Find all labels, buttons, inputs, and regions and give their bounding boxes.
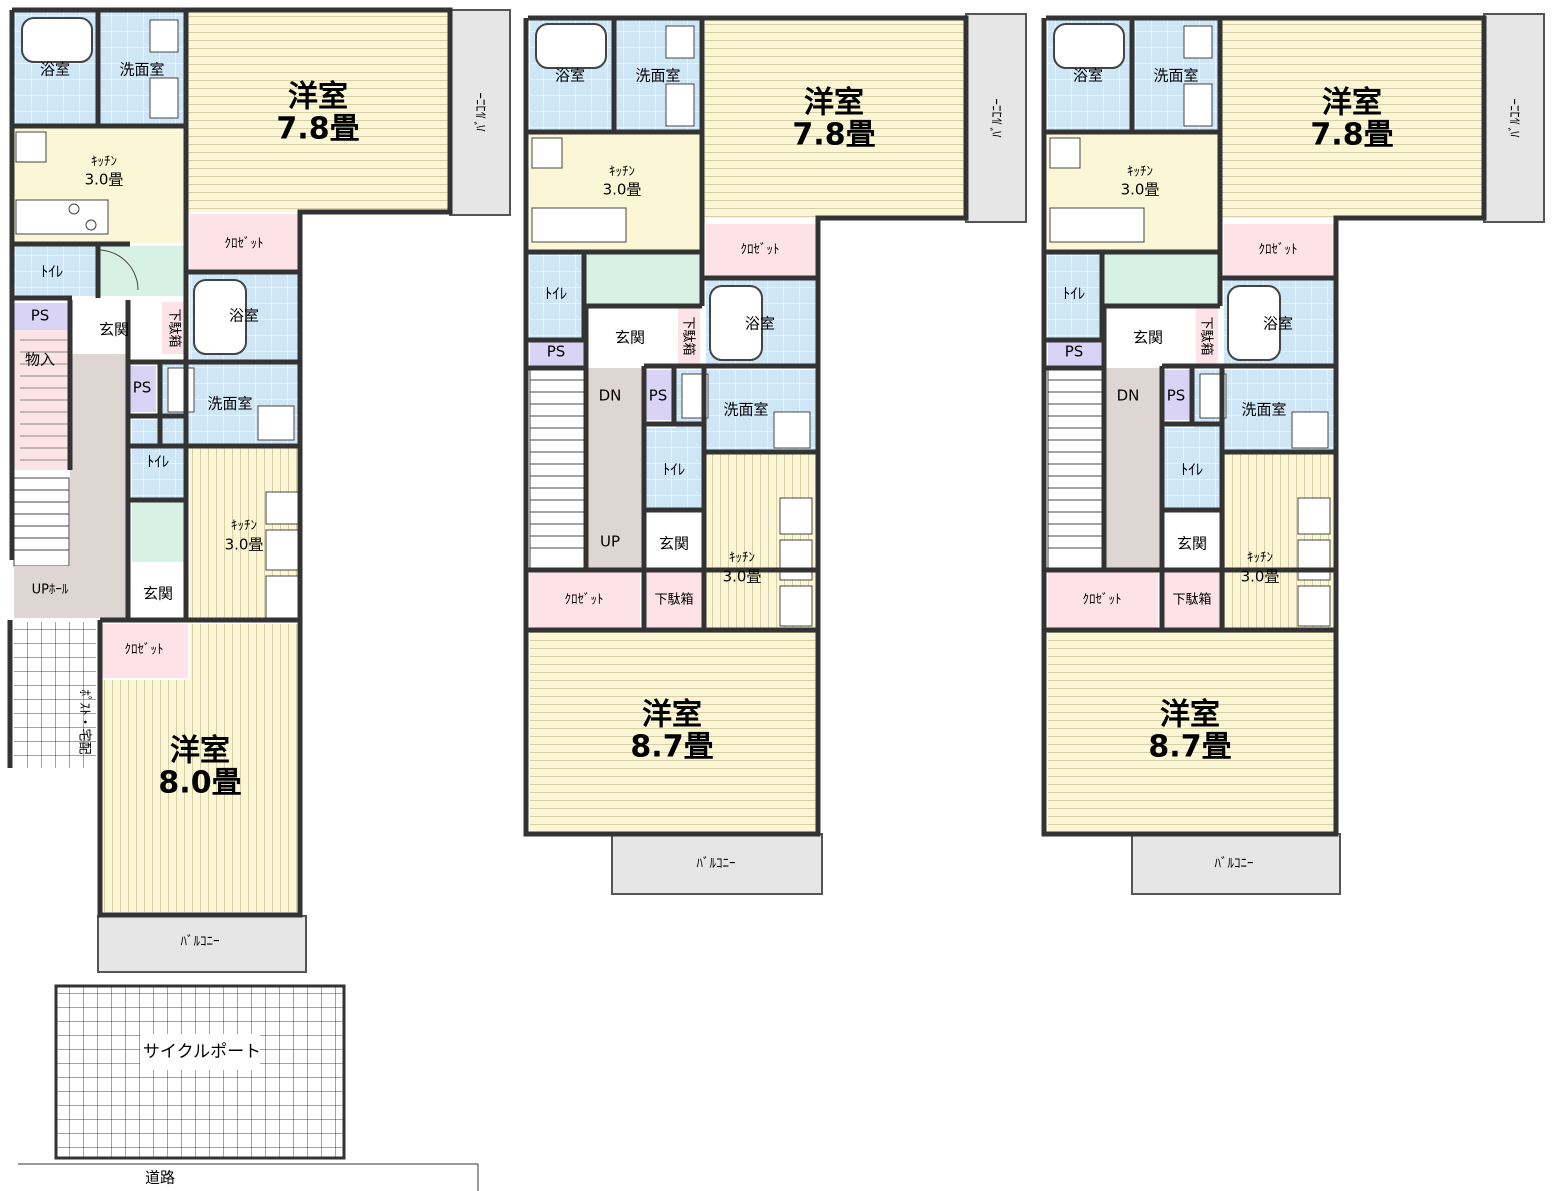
washroom-label-1b: 洗面室 <box>207 395 252 413</box>
bath-label-1a: 浴室 <box>40 61 70 79</box>
shoebox-label-2a: 下駄箱 <box>681 316 697 355</box>
cycle-port <box>54 984 346 1160</box>
shoebox-label-3a: 下駄箱 <box>1199 316 1215 355</box>
kitchen-size-1b: 3.0畳 <box>225 536 264 554</box>
western-label-1b: 洋室 <box>170 734 230 769</box>
entrance-label-2b: 玄関 <box>659 535 689 553</box>
western-label-2a: 洋室 <box>804 86 864 121</box>
storage-label-1: 物入 <box>25 351 55 369</box>
kitchen-label-2b: ｷｯﾁﾝ <box>729 551 755 566</box>
bath-label-2b: 浴室 <box>745 315 775 333</box>
western-label-3b: 洋室 <box>1160 698 1220 733</box>
up-label-2: UP <box>600 533 620 551</box>
closet-label-2a: ｸﾛｾﾞｯﾄ <box>741 243 780 258</box>
kitchen-label-2a: ｷｯﾁﾝ <box>609 165 635 180</box>
shoebox-label-3b: 下駄箱 <box>1172 592 1211 608</box>
balcony-label-2a: ﾊﾞﾙｺﾆｰ <box>991 99 1006 138</box>
shoebox-label-1a: 下駄箱 <box>167 308 183 347</box>
kitchen-label-1a: ｷｯﾁﾝ <box>91 155 117 170</box>
size-label-1a: 7.8畳 <box>276 112 359 147</box>
up-hall-label-1: UPﾎｰﾙ <box>32 583 69 598</box>
balcony-top-1 <box>449 9 511 216</box>
balcony-label-1a: ﾊﾞﾙｺﾆｰ <box>475 93 490 132</box>
washroom-label-2b: 洗面室 <box>723 401 768 419</box>
closet-top-1 <box>190 214 300 270</box>
closet-label-3b: ｸﾛｾﾞｯﾄ <box>1083 593 1122 608</box>
shoebox-label-2b: 下駄箱 <box>654 592 693 608</box>
kitchen-size-3b: 3.0畳 <box>1241 568 1280 586</box>
road-label: 道路 <box>145 1169 175 1187</box>
ps-label-1a: PS <box>31 307 50 325</box>
kitchen-size-2a: 3.0畳 <box>603 181 642 199</box>
size-label-3a: 7.8畳 <box>1310 118 1393 153</box>
kitchen-label-3a: ｷｯﾁﾝ <box>1127 165 1153 180</box>
dn-label-2: DN <box>599 387 622 405</box>
closet-label-1b: ｸﾛｾﾞｯﾄ <box>125 643 164 658</box>
washroom-label-2a: 洗面室 <box>635 67 680 85</box>
bath-label-3a: 浴室 <box>1073 67 1103 85</box>
kitchen-size-1a: 3.0畳 <box>85 171 124 189</box>
toilet-label-3a: ﾄｲﾚ <box>1063 285 1086 303</box>
kitchen-label-1b: ｷｯﾁﾝ <box>231 519 257 534</box>
ps-label-1b: PS <box>133 379 152 397</box>
entrance-label-3b: 玄関 <box>1177 535 1207 553</box>
washroom-label-3b: 洗面室 <box>1241 401 1286 419</box>
washroom-label-3a: 洗面室 <box>1153 67 1198 85</box>
size-label-2a: 7.8畳 <box>792 118 875 153</box>
entrance-label-1a: 玄関 <box>99 321 129 339</box>
kitchen-size-2b: 3.0畳 <box>723 568 762 586</box>
hall-1 <box>70 340 128 570</box>
closet-label-1a: ｸﾛｾﾞｯﾄ <box>225 237 264 252</box>
western-label-1a: 洋室 <box>288 80 348 115</box>
size-label-1b: 8.0畳 <box>158 766 241 801</box>
ps-label-3a: PS <box>1065 343 1084 361</box>
size-label-2b: 8.7畳 <box>630 730 713 765</box>
balcony-label-3a: ﾊﾞﾙｺﾆｰ <box>1509 99 1524 138</box>
cycle-port-label: サイクルポート <box>143 1042 261 1062</box>
post-label-1: ﾎﾟｽﾄ・宅配 <box>77 689 92 754</box>
entrance-label-2a: 玄関 <box>615 329 645 347</box>
western-room-top-1 <box>188 12 450 212</box>
toilet-label-3b: ﾄｲﾚ <box>1181 461 1204 479</box>
toilet-label-2b: ﾄｲﾚ <box>663 461 686 479</box>
unit-2 <box>523 13 1027 895</box>
ps-label-2a: PS <box>547 343 566 361</box>
dn-label-3: DN <box>1117 387 1140 405</box>
ps-label-3b: PS <box>1167 387 1186 405</box>
western-label-2b: 洋室 <box>642 698 702 733</box>
unit-3 <box>1041 13 1545 895</box>
bath-label-3b: 浴室 <box>1263 315 1293 333</box>
bath-label-1b: 浴室 <box>229 307 259 325</box>
balcony-label-3b: ﾊﾞﾙｺﾆｰ <box>1215 857 1254 872</box>
balcony-label-2b: ﾊﾞﾙｺﾆｰ <box>697 857 736 872</box>
balcony-label-1b: ﾊﾞﾙｺﾆｰ <box>181 935 220 950</box>
balcony-top-2 <box>965 13 1027 223</box>
toilet-label-2a: ﾄｲﾚ <box>545 285 568 303</box>
entrance-label-3a: 玄関 <box>1133 329 1163 347</box>
toilet-label-1b: ﾄｲﾚ <box>147 453 170 471</box>
ps-label-2b: PS <box>649 387 668 405</box>
entrance-label-1b: 玄関 <box>143 585 173 603</box>
toilet-label-1a: ﾄｲﾚ <box>41 263 64 281</box>
closet-label-3a: ｸﾛｾﾞｯﾄ <box>1259 243 1298 258</box>
closet-label-2b: ｸﾛｾﾞｯﾄ <box>565 593 604 608</box>
kitchen-size-3a: 3.0畳 <box>1121 181 1160 199</box>
western-room-lower-1 <box>102 680 300 912</box>
closet-lower-1 <box>102 624 188 678</box>
balcony-lower-1 <box>97 915 307 973</box>
kitchen-label-3b: ｷｯﾁﾝ <box>1247 551 1273 566</box>
size-label-3b: 8.7畳 <box>1148 730 1231 765</box>
unit-1f <box>7 7 511 973</box>
washroom-label-1a: 洗面室 <box>119 61 164 79</box>
bath-label-2a: 浴室 <box>555 67 585 85</box>
western-label-3a: 洋室 <box>1322 86 1382 121</box>
